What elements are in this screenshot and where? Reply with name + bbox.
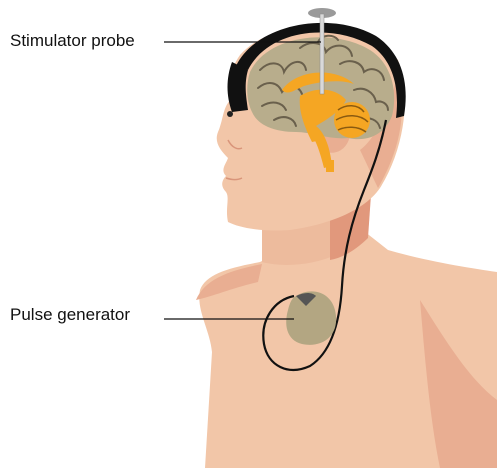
skull-front-outline <box>228 62 249 112</box>
spinal-cord <box>326 160 334 172</box>
pulse-generator-label: Pulse generator <box>10 305 130 325</box>
cerebellum <box>334 102 370 138</box>
pulse-generator <box>286 291 336 344</box>
stimulator-probe-label: Stimulator probe <box>10 31 135 51</box>
